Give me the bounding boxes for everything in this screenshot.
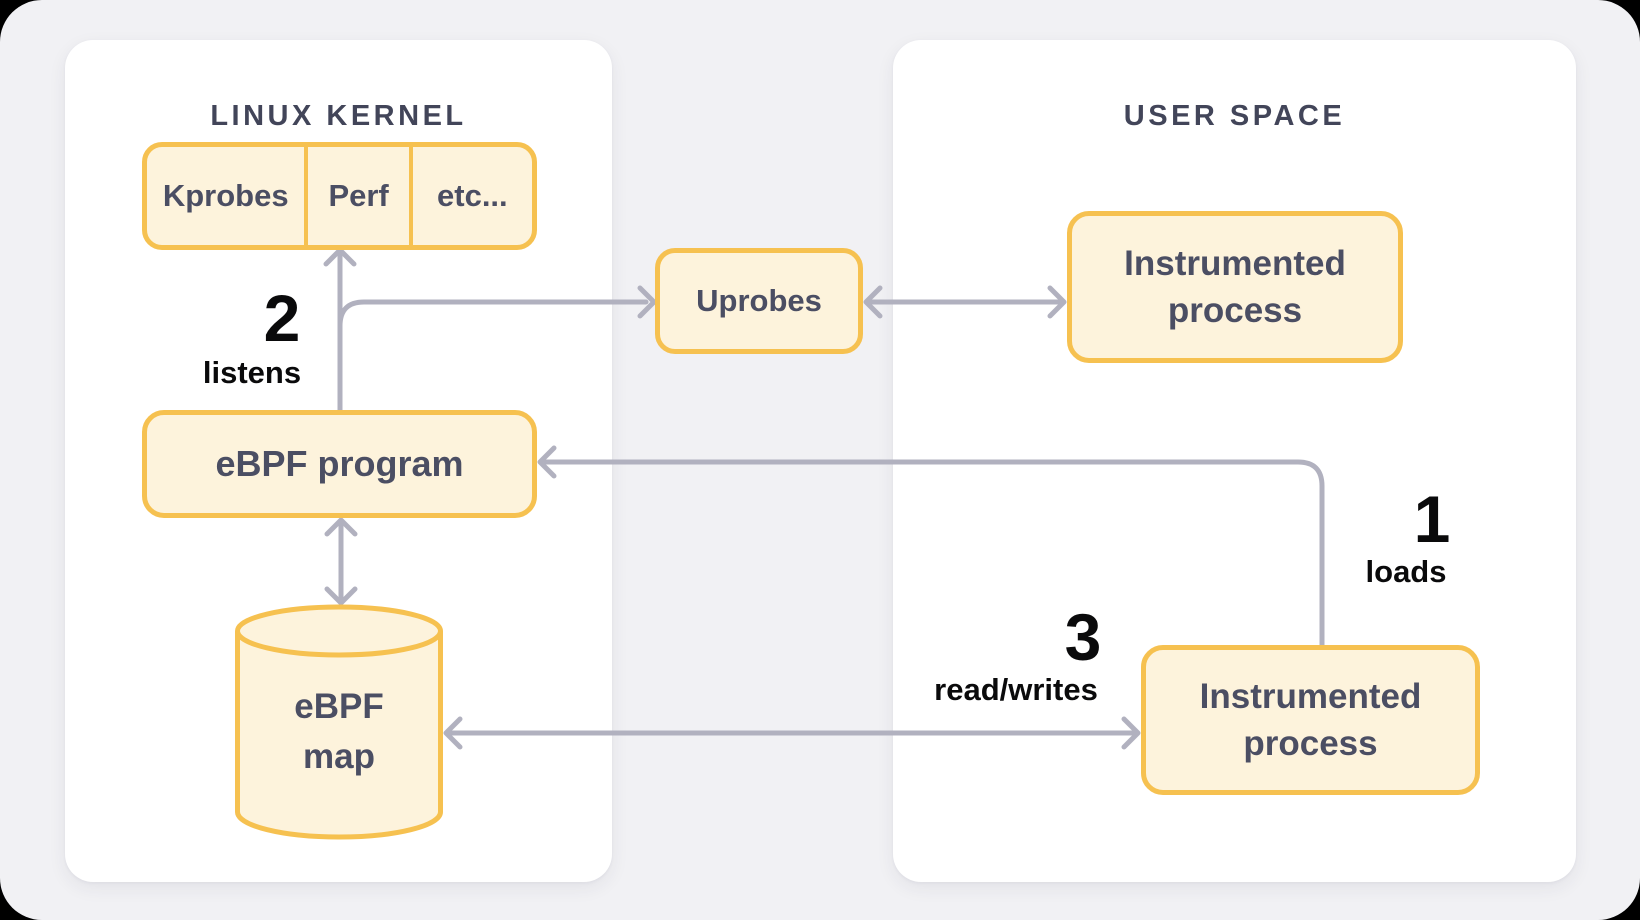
panel-title-linux-kernel: LINUX KERNEL xyxy=(210,100,467,132)
panel-title-user-space: USER SPACE xyxy=(1123,100,1346,132)
step-3-label: read/writes xyxy=(934,672,1098,707)
instrumented-top-line1: Instrumented xyxy=(1124,244,1346,283)
ebpf-program-box: eBPF program xyxy=(142,410,537,518)
step-1-label: loads xyxy=(1365,554,1447,589)
uprobes-label: Uprobes xyxy=(696,283,822,318)
step-3-number: 3 xyxy=(1064,600,1102,674)
step-1-number: 1 xyxy=(1413,482,1451,556)
ebpf-map-cylinder xyxy=(235,604,443,840)
probe-cell-etc: etc... xyxy=(408,147,532,245)
ebpf-program-label: eBPF program xyxy=(215,443,464,484)
ebpf-map-label-line2: map xyxy=(303,737,375,776)
cylinder-body xyxy=(235,631,443,840)
ebpf-map-label-line1: eBPF xyxy=(294,687,384,726)
instrumented-process-top-box: Instrumented process xyxy=(1067,211,1403,363)
probe-cell-kprobes: Kprobes xyxy=(162,178,289,213)
instrumented-top-line2: process xyxy=(1167,291,1303,330)
instrumented-bottom-line1: Instrumented xyxy=(1199,677,1422,716)
probe-cell-perf: Perf xyxy=(304,147,408,245)
uprobes-box: Uprobes xyxy=(655,248,863,354)
ebpf-map-label: eBPF map xyxy=(235,682,443,782)
probe-sources-box: Kprobes Perf etc... xyxy=(142,142,537,250)
cylinder-top xyxy=(235,604,443,658)
instrumented-bottom-line2: process xyxy=(1243,724,1378,763)
step-2-label: listens xyxy=(202,355,302,390)
step-2-number: 2 xyxy=(263,281,301,355)
instrumented-process-bottom-box: Instrumented process xyxy=(1141,645,1480,795)
